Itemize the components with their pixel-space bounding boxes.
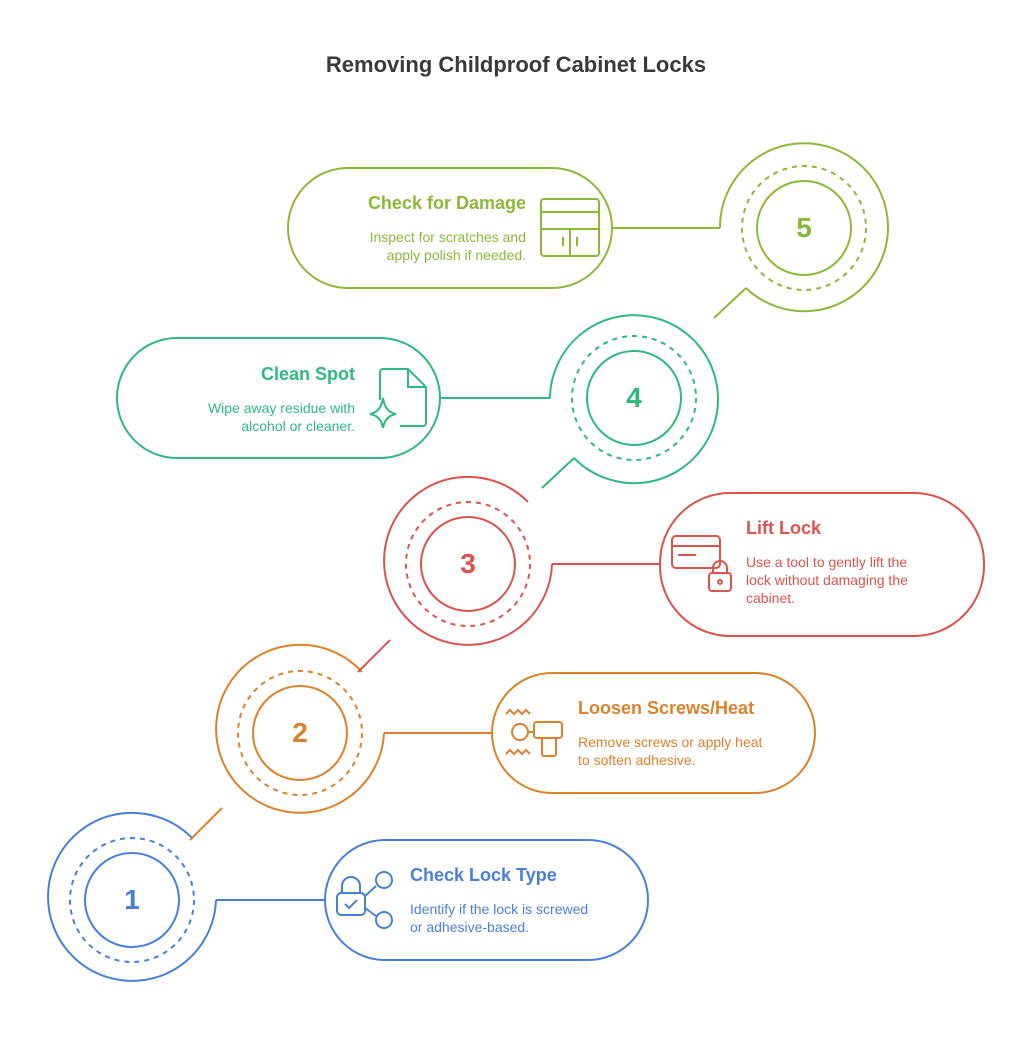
step-2-card [491,672,816,794]
step-2-description: Remove screws or apply heat to soften ad… [578,733,762,769]
step-2-description-line: to soften adhesive. [578,752,696,768]
step-3 [357,475,985,673]
step-5-inner-circle [756,180,852,276]
step-5-title: Check for Damage [367,193,526,213]
step-4-inner-circle [586,350,682,446]
step-2-ring [215,643,385,814]
step-1-description-line: or adhesive-based. [410,919,530,935]
step-3-description-line: cabinet. [746,590,796,606]
step-3-description: Use a tool to gently lift the lock witho… [746,553,908,607]
step-2-inner-circle [252,685,348,781]
step-3-inner-circle [420,516,516,612]
step-3-ring [383,475,553,646]
step-5-description-line: apply polish if needed. [386,247,526,263]
step-1 [47,811,649,982]
step-3-text: Lift Lock Use a tool to gently lift the … [746,518,908,607]
step-4-description-line: Wipe away residue with [207,400,355,416]
step-3-dashed-ring [405,501,531,627]
step-3-title: Lift Lock [746,518,821,538]
step-1-description: Identify if the lock is screwed or adhes… [410,900,588,936]
step-5 [287,142,889,319]
step-4-card [116,337,441,459]
step-5-text: Check for Damage Inspect for scratches a… [310,193,526,264]
step-2-description-line: Remove screws or apply heat [578,734,763,750]
step-1-title: Check Lock Type [410,865,557,885]
lock-icon [336,871,393,929]
step-1-inner-circle [84,852,180,948]
step-1-ring [47,811,217,982]
card-lock-icon [671,535,732,592]
step-5-card [287,167,613,289]
step-4-number: 4 [626,382,642,413]
step-1-number: 1 [124,884,140,915]
step-2-number: 2 [292,717,308,748]
step-2-arm [189,807,223,841]
step-5-description: Inspect for scratches and apply polish i… [310,228,526,264]
step-4-dashed-ring [571,335,697,461]
heat-gun-icon [505,708,563,757]
step-2-title: Loosen Screws/Heat [578,698,755,718]
step-3-number: 3 [460,548,476,579]
step-5-description-line: Inspect for scratches and [369,229,526,245]
step-3-card [659,492,985,637]
step-4 [116,314,719,489]
step-1-dashed-ring [69,837,195,963]
step-4-text: Clean Spot Wipe away residue with alcoho… [140,364,355,435]
step-2-dashed-ring [237,670,363,796]
step-4-arm [541,457,575,489]
step-5-number: 5 [796,212,812,243]
step-3-arm [357,639,391,673]
page-title: Removing Childproof Cabinet Locks [325,52,707,77]
step-1-description-line: Identify if the lock is screwed [410,901,589,917]
step-4-description-line: alcohol or cleaner. [241,418,355,434]
step-1-card [324,839,649,961]
step-5-arm [713,287,747,319]
step-2 [189,643,816,841]
step-3-description-line: Use a tool to gently lift the [746,554,908,570]
step-3-description-line: lock without damaging the [746,572,908,588]
cabinet-icon [540,198,600,257]
step-2-text: Loosen Screws/Heat Remove screws or appl… [578,698,762,769]
step-4-ring [549,314,719,485]
step-4-description: Wipe away residue with alcohol or cleane… [140,399,355,435]
step-5-dashed-ring [741,165,867,291]
step-4-title: Clean Spot [260,364,355,384]
step-5-ring [718,142,889,313]
sparkle-file-icon [369,368,427,429]
step-1-text: Check Lock Type Identify if the lock is … [410,865,588,936]
